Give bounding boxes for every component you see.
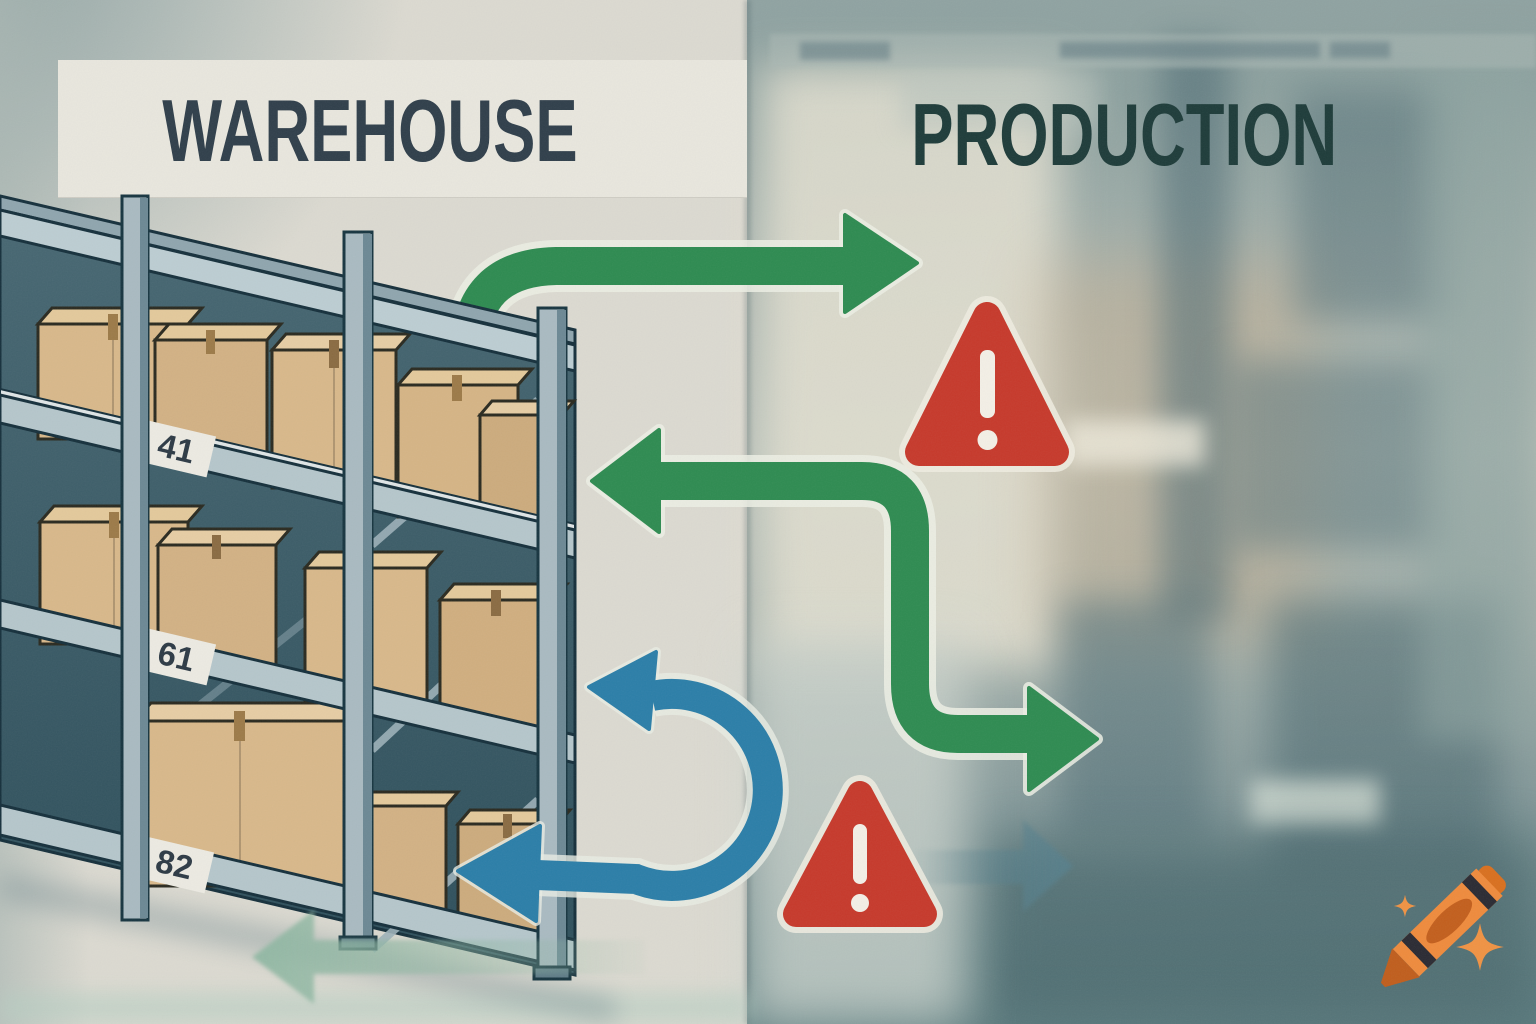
warning-triangle-icon-bottom xyxy=(777,775,943,933)
arrow-faded-inbound-right xyxy=(915,820,1073,912)
arrow-production-return-reroute xyxy=(586,424,1103,796)
craiyon-watermark xyxy=(1380,865,1506,988)
sparkle-icon xyxy=(1393,894,1417,918)
crayon-icon xyxy=(1380,865,1506,988)
warning-triangle-icon-top xyxy=(899,296,1075,472)
